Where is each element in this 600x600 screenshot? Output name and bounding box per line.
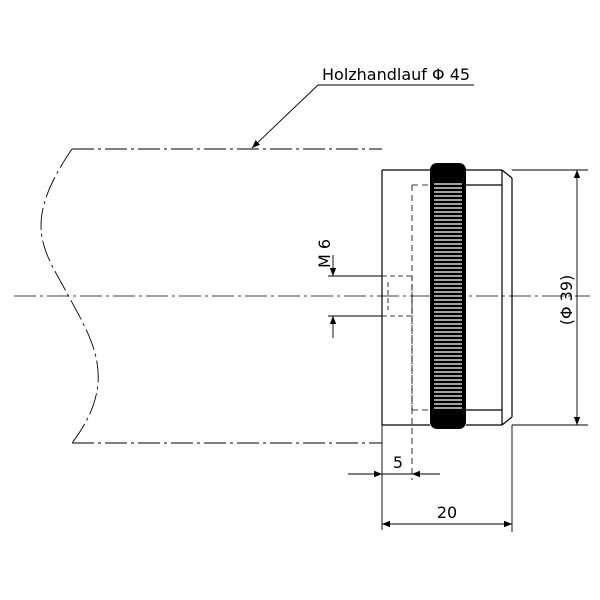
handrail-leader bbox=[251, 84, 474, 149]
break-line bbox=[40, 148, 99, 444]
depth-label: 5 bbox=[393, 453, 403, 472]
diameter-dimension bbox=[512, 169, 588, 426]
thread-hole bbox=[382, 275, 413, 317]
thread-dimension bbox=[328, 255, 382, 338]
end-cap bbox=[381, 169, 513, 426]
handrail-body bbox=[40, 148, 382, 444]
thread-label: M 6 bbox=[315, 239, 334, 268]
end-cap-hidden-lines bbox=[411, 184, 430, 480]
knurled-ring bbox=[430, 163, 466, 429]
depth-dimension bbox=[348, 425, 440, 530]
length-label: 20 bbox=[437, 503, 457, 522]
handrail-label: Holzhandlauf Φ 45 bbox=[322, 65, 470, 84]
diameter-label: (Φ 39) bbox=[557, 275, 576, 326]
length-dimension bbox=[382, 425, 513, 532]
